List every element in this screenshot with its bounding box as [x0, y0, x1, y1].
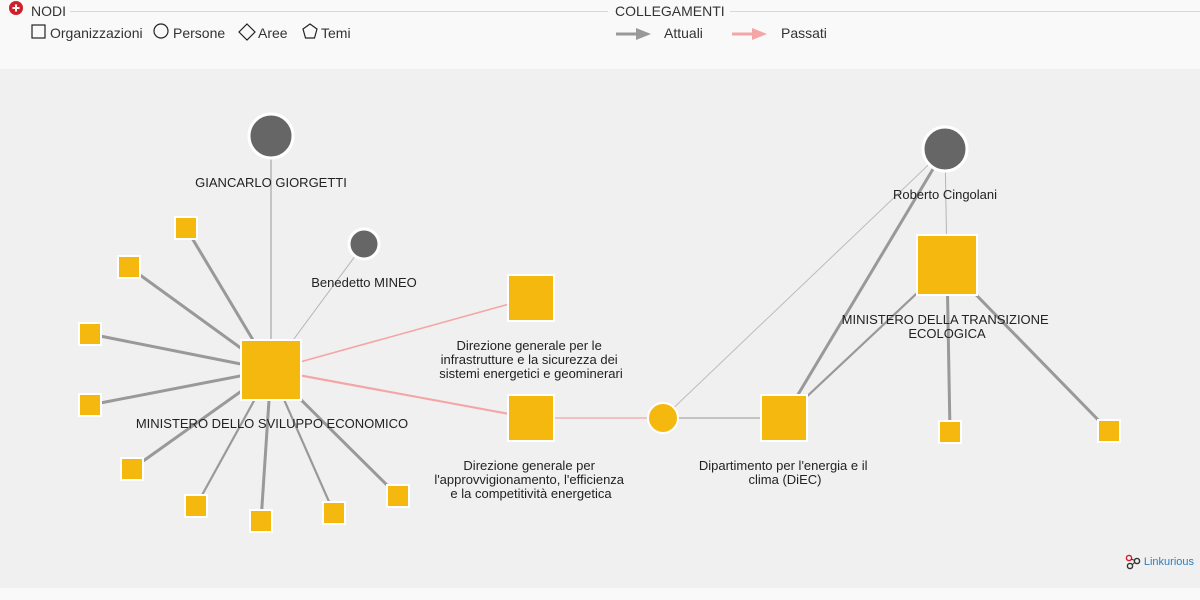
add-button[interactable] [9, 1, 23, 15]
node-label-giorgetti: GIANCARLO GIORGETTI [195, 175, 347, 190]
legend-node-type-label: Organizzazioni [50, 25, 143, 41]
org-node-mite[interactable] [916, 234, 978, 296]
edge-past[interactable] [270, 368, 532, 420]
square-icon [31, 24, 46, 39]
node-label-dg-approv: Direzione generale per l'approvvigioname… [434, 458, 627, 501]
past-link-icon [732, 28, 767, 40]
plus-icon [12, 4, 20, 12]
legend-nodes-title: NODI [31, 3, 66, 19]
node-label-cingolani: Roberto Cingolani [893, 187, 997, 202]
org-node-small[interactable] [78, 322, 102, 346]
person-node-mineo[interactable] [347, 227, 381, 261]
person-node-cingolani[interactable] [921, 125, 969, 173]
node-label-diec: Dipartimento per l'energia e il clima (D… [699, 458, 871, 487]
org-node-small[interactable] [117, 255, 141, 279]
legend-node-type-label: Aree [258, 25, 288, 41]
linkurious-label[interactable]: Linkurious [1143, 556, 1194, 568]
legend-node-type-label: Persone [173, 25, 225, 41]
org-node-small[interactable] [938, 420, 962, 444]
org-node-small[interactable] [1097, 419, 1121, 443]
current-link-icon [616, 28, 651, 40]
org-node-small[interactable] [120, 457, 144, 481]
org-node-dg-approv[interactable] [507, 394, 555, 442]
node-label-mite: MINISTERO DELLA TRANSIZIONE ECOLOGICA [842, 312, 1053, 341]
legend-link-type-label: Passati [781, 25, 827, 41]
org-node-small[interactable] [184, 494, 208, 518]
org-node-small[interactable] [249, 509, 273, 533]
circle-icon [153, 23, 169, 39]
org-node-small[interactable] [78, 393, 102, 417]
legend-link-type-label: Attuali [664, 25, 703, 41]
org-node-small[interactable] [174, 216, 198, 240]
person-node-giorgetti[interactable] [247, 112, 295, 160]
edge-current[interactable] [782, 148, 947, 419]
org-node-small[interactable] [322, 501, 346, 525]
node-label-mise: MINISTERO DELLO SVILUPPO ECONOMICO [136, 416, 408, 431]
bottom-strip [0, 588, 1200, 600]
org-node-mise[interactable] [240, 339, 302, 401]
linkurious-logo-icon [1125, 554, 1141, 570]
node-label-mineo: Benedetto MINEO [311, 275, 417, 290]
legend: NODI Organizzazioni Persone Aree Temi CO… [0, 0, 1200, 69]
diamond-icon [238, 23, 256, 41]
graph-canvas[interactable]: GIANCARLO GIORGETTI Benedetto MINEO MINI… [0, 69, 1200, 588]
graph-svg[interactable]: GIANCARLO GIORGETTI Benedetto MINEO MINI… [0, 69, 1200, 588]
org-node-dg-infra[interactable] [507, 274, 555, 322]
node-label-dg-infra: Direzione generale per le infrastrutture… [439, 338, 623, 381]
org-node-diec[interactable] [760, 394, 808, 442]
legend-node-type-label: Temi [321, 25, 351, 41]
edge-past[interactable] [270, 297, 532, 371]
edge-current[interactable] [662, 148, 946, 419]
legend-svg: NODI Organizzazioni Persone Aree Temi CO… [9, 1, 1200, 41]
org-node-small-circle[interactable] [647, 402, 679, 434]
legend-links-title: COLLEGAMENTI [615, 3, 725, 19]
pentagon-icon [302, 23, 318, 39]
org-node-small[interactable] [386, 484, 410, 508]
linkurious-link[interactable]: Linkurious [1125, 554, 1194, 570]
